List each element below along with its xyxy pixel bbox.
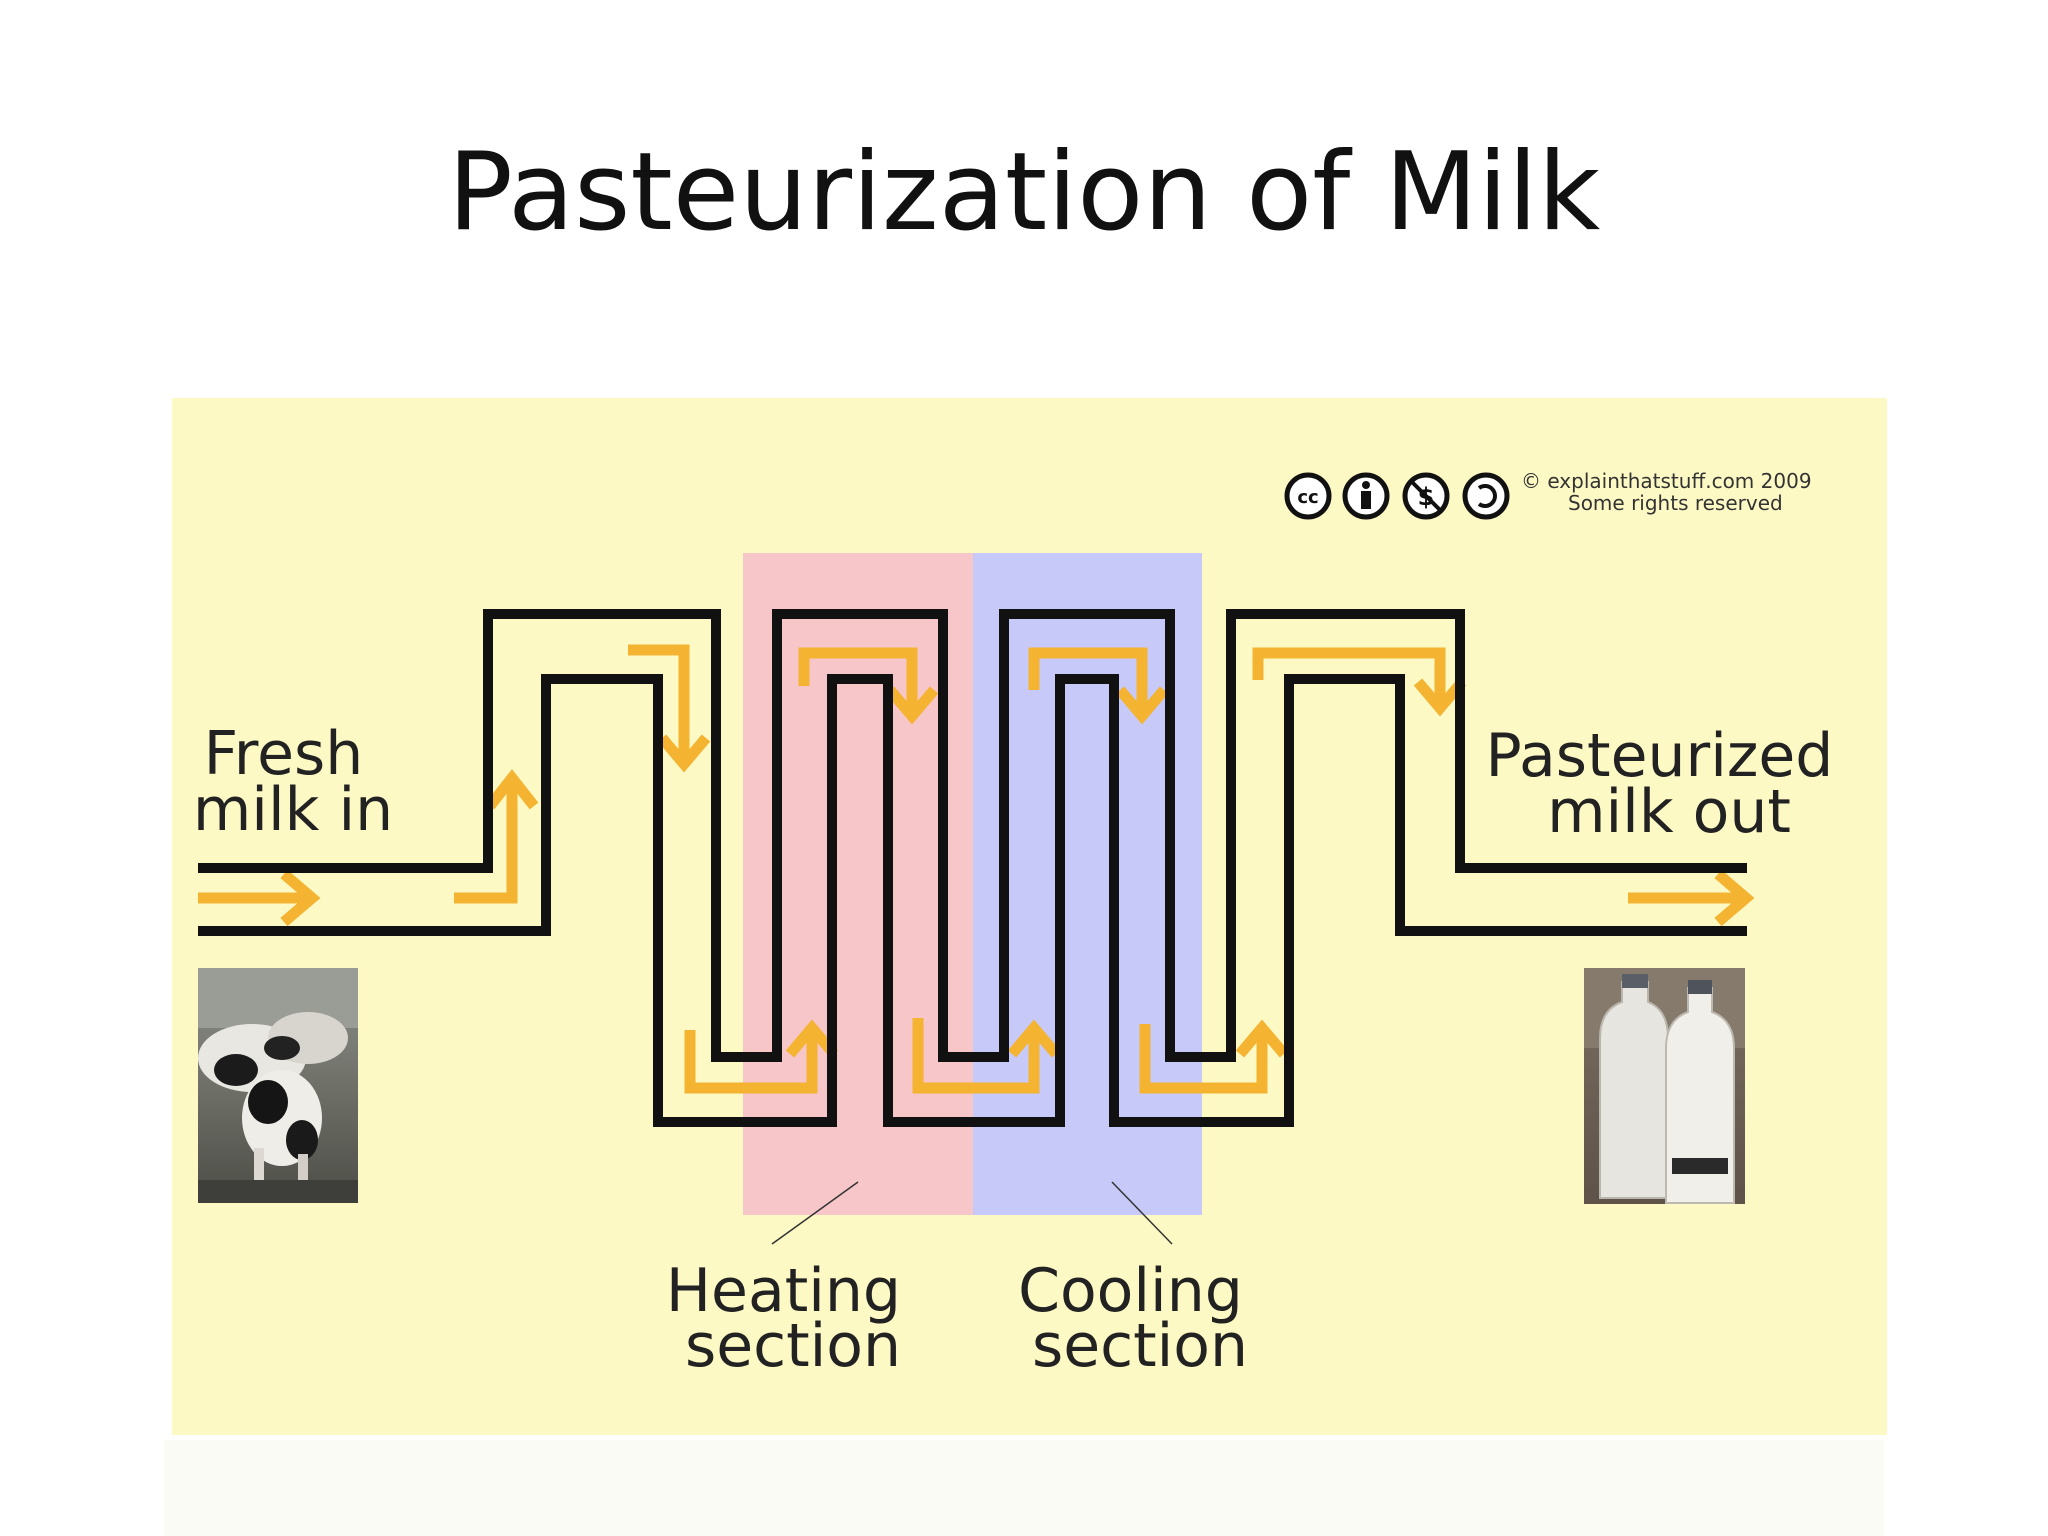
pipe-walls <box>198 609 1747 1127</box>
flow-arrow <box>454 778 518 904</box>
heating-section-label-line2: section <box>685 1311 901 1381</box>
flow-arrow <box>1028 647 1148 716</box>
credit-line1: © explainthatstuff.com 2009 <box>1521 469 1812 493</box>
flow-arrow <box>912 1018 1040 1094</box>
flow-arrow <box>684 1028 818 1094</box>
credit-line2: Some rights reserved <box>1568 491 1783 515</box>
fresh-milk-label: Fresh milk in <box>193 719 393 845</box>
cooling-section-label-line2: section <box>1032 1311 1248 1381</box>
flow-arrow <box>1252 647 1446 708</box>
flow-arrow <box>1139 1024 1268 1094</box>
flow-arrow <box>798 647 918 716</box>
flow-arrow <box>785 1019 839 1058</box>
flow-arrow <box>1115 686 1169 725</box>
flow-arrow <box>885 686 939 725</box>
flow-arrow <box>280 869 321 927</box>
pasteurized-milk-label-line2: milk out <box>1547 777 1791 847</box>
cooling-section-label-line1: Cooling <box>1018 1256 1243 1326</box>
by-icon <box>1342 472 1390 520</box>
flow-arrows <box>198 644 1755 1094</box>
cooling-leader-line <box>1111 1181 1173 1245</box>
flow-arrow <box>1714 869 1755 927</box>
heating-section-label: Heating section <box>666 1256 920 1381</box>
pasteurization-diagram: Fresh milk in Pasteurized milk out Heati… <box>172 398 1887 1435</box>
pasteurized-milk-label: Pasteurized milk out <box>1486 721 1853 847</box>
fresh-milk-label-line1: Fresh <box>204 719 364 789</box>
flow-arrow <box>485 769 539 810</box>
heating-section-label-line1: Heating <box>666 1256 901 1326</box>
pipe-inner-wall <box>198 674 1747 1127</box>
cooling-section-label: Cooling section <box>1018 1256 1262 1381</box>
sa-icon <box>1462 472 1510 520</box>
flow-arrow <box>1235 1019 1289 1058</box>
flow-arrow <box>1413 678 1467 717</box>
bottom-strip <box>164 1440 1884 1536</box>
svg-text:cc: cc <box>1297 487 1318 508</box>
flow-arrow <box>628 644 690 764</box>
milk-bottles-photo <box>1584 968 1745 1204</box>
pipe-outer-wall <box>198 609 1747 1062</box>
nc-icon: $ <box>1402 472 1450 520</box>
fresh-milk-label-line2: milk in <box>193 775 393 845</box>
slide-title: Pasteurization of Milk <box>447 130 1601 255</box>
license-icons: cc $ <box>1284 472 1510 520</box>
cooling-zone <box>973 553 1202 1215</box>
cows-photo <box>198 968 358 1203</box>
flow-arrow <box>1007 1019 1061 1058</box>
heating-leader-line <box>771 1181 859 1245</box>
cc-icon: cc <box>1284 472 1332 520</box>
pasteurized-milk-label-line1: Pasteurized <box>1486 721 1834 791</box>
flow-arrow <box>657 734 711 773</box>
